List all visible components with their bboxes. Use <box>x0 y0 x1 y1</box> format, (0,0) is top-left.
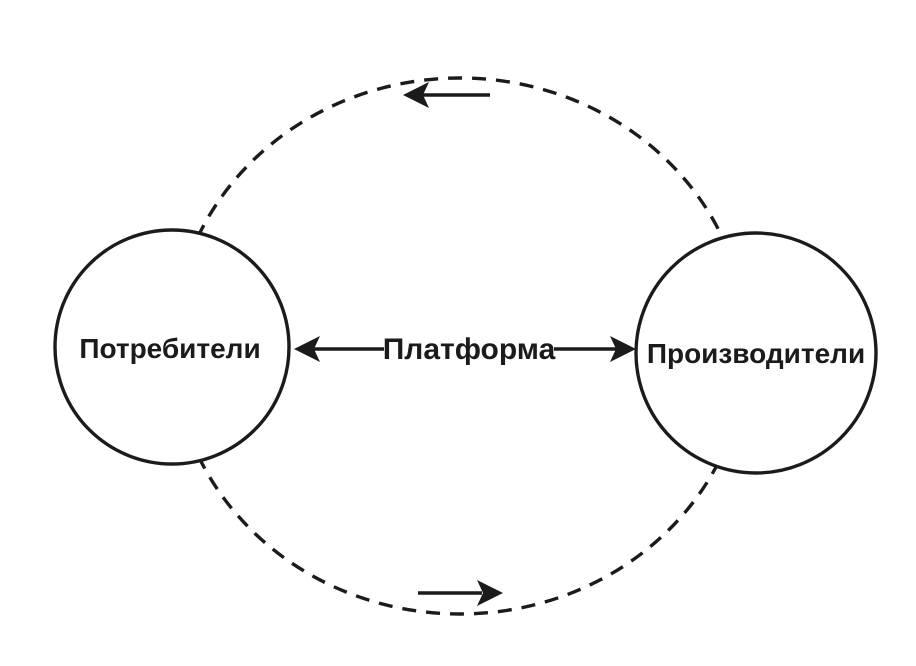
consumers-label: Потребители <box>79 333 260 364</box>
producers-circle <box>634 231 878 475</box>
top-flow-arrow-left <box>403 82 490 108</box>
bottom-flow-arrowhead <box>477 580 503 606</box>
platform-to-consumers-arrow <box>294 336 384 362</box>
platform-label: Платформа <box>383 333 556 366</box>
platform-right-arrowhead <box>610 336 636 362</box>
platform-to-producers-arrow <box>554 336 636 362</box>
producers-label: Производители <box>647 338 865 369</box>
top-flow-arrowhead <box>403 82 429 108</box>
bottom-flow-arrow-right <box>418 580 503 606</box>
platform-left-arrowhead <box>294 336 320 362</box>
consumers-circle <box>53 228 291 466</box>
